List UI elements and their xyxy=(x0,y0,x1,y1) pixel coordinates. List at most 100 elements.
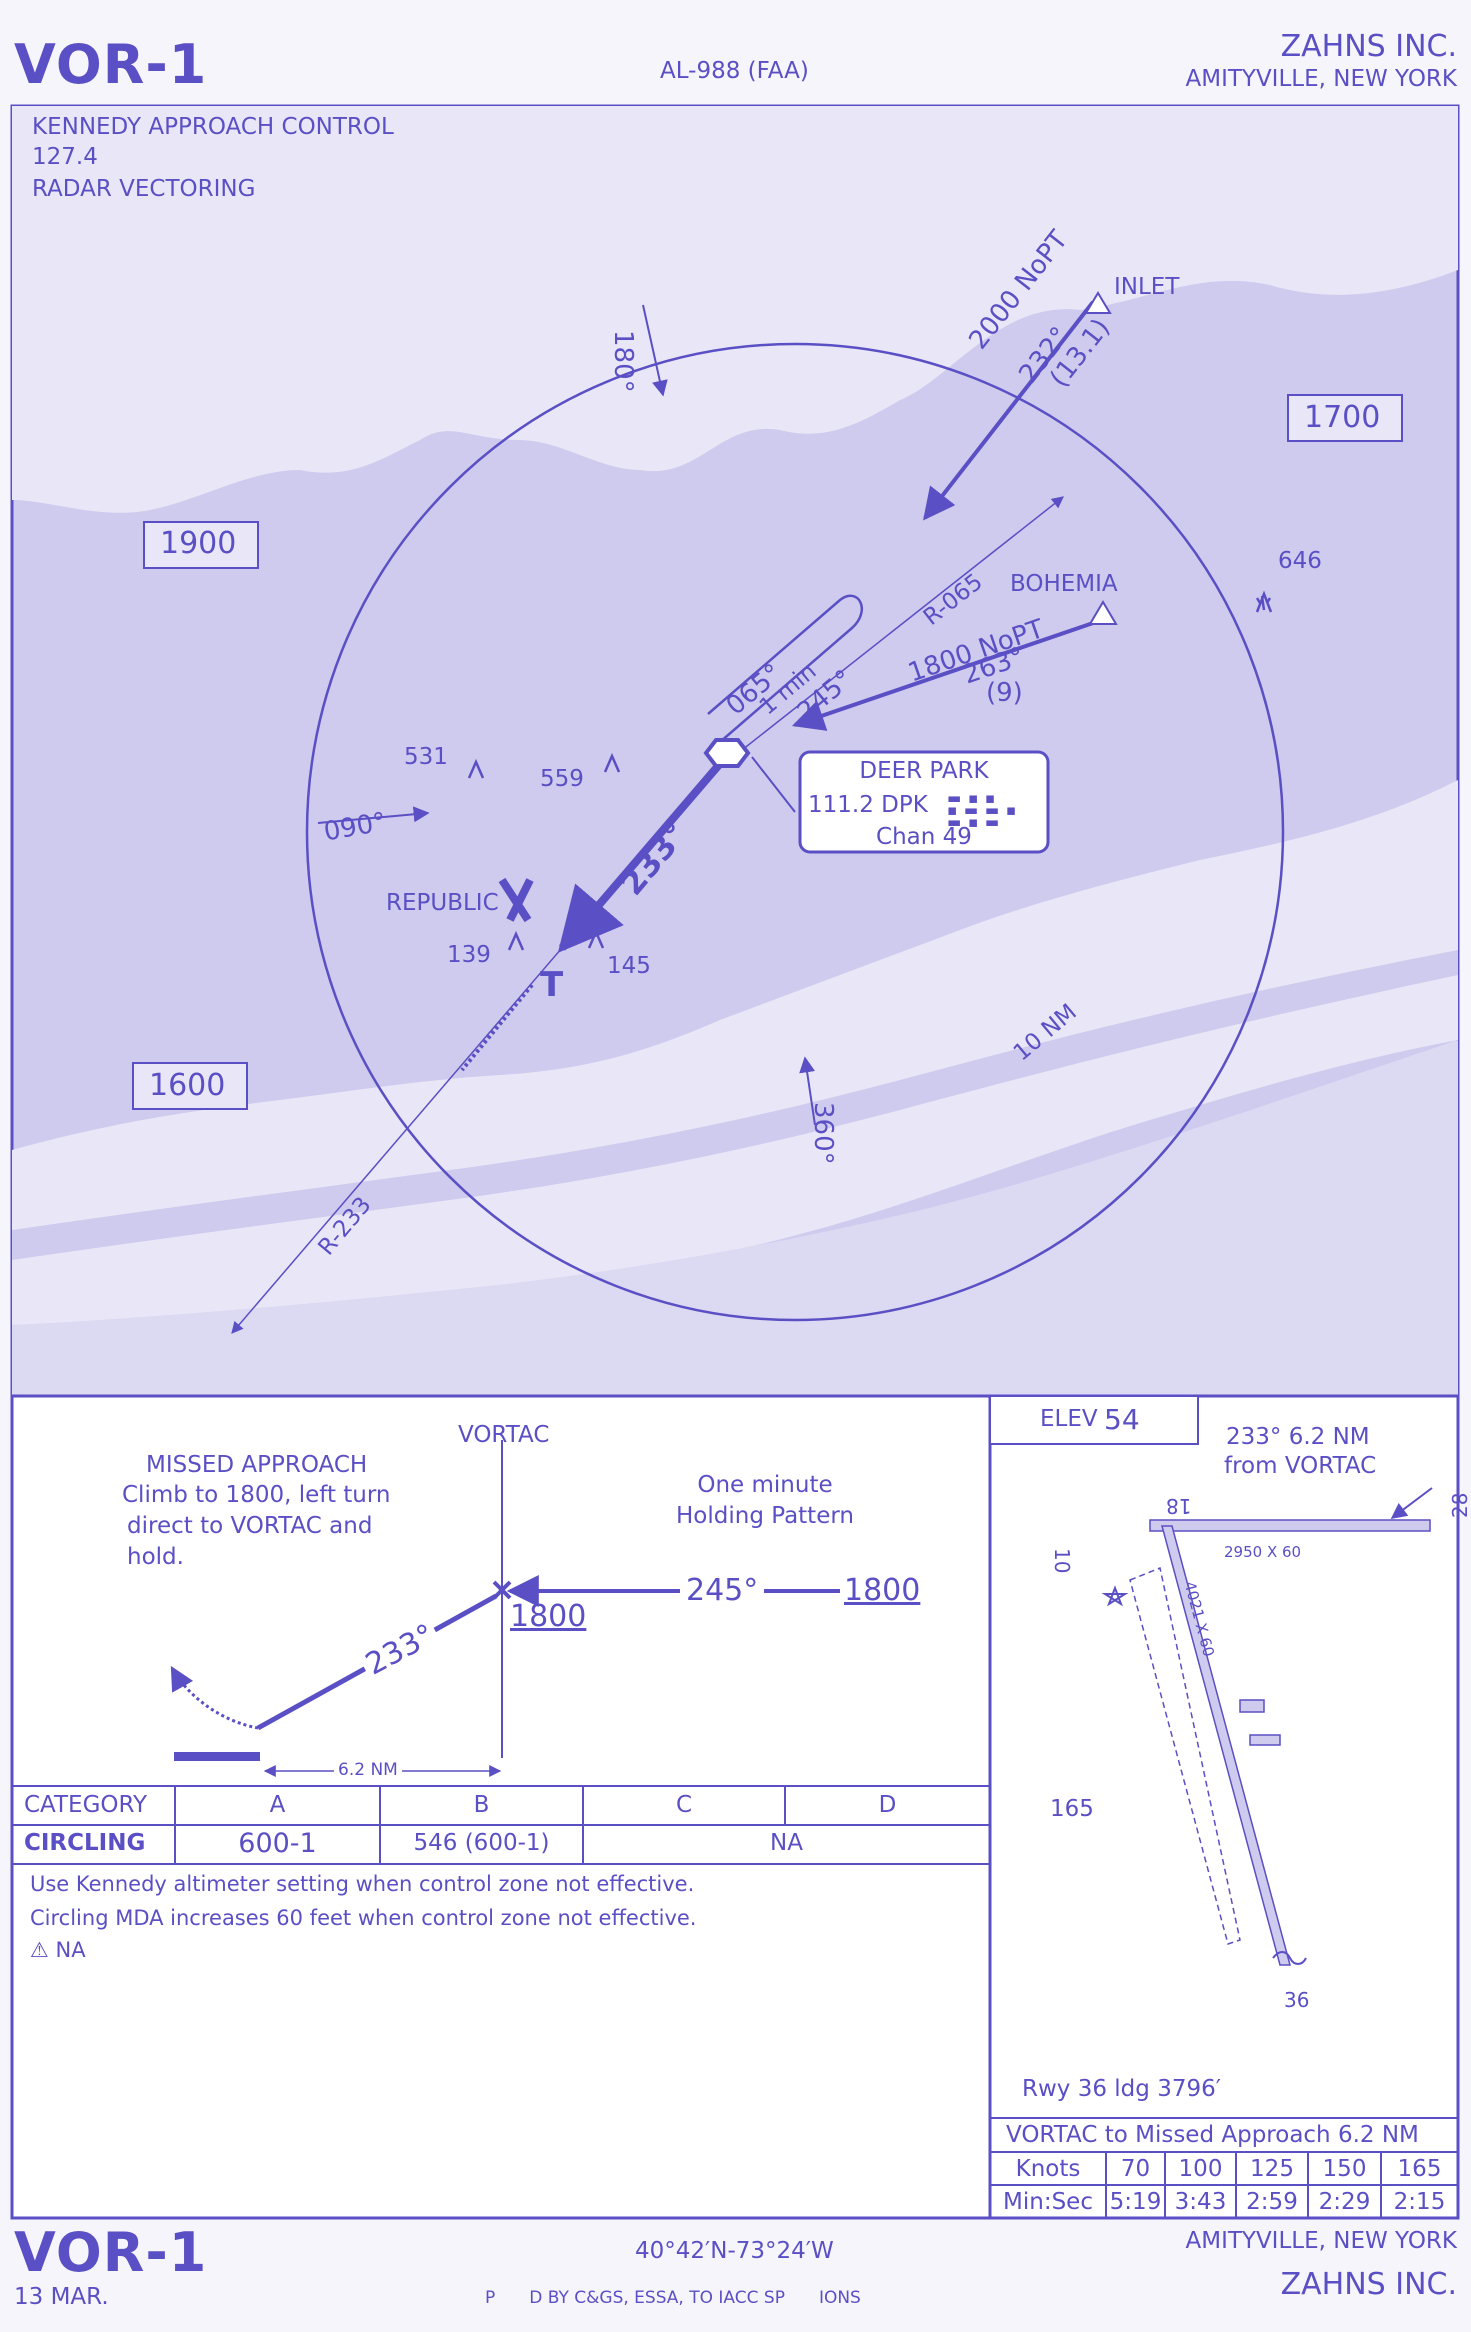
republic-airport-symbol xyxy=(498,877,534,923)
ten-nm-ring xyxy=(305,342,1285,1322)
category-d: D xyxy=(878,1792,897,1818)
airport-diagram xyxy=(1101,1487,1433,1966)
note-na-triangle: ⚠ NA xyxy=(30,1940,86,1961)
runway-10-label: 10 xyxy=(1050,1548,1074,1574)
time-70: 5:19 xyxy=(1109,2189,1162,2215)
knots-165: 165 xyxy=(1397,2156,1442,2182)
missed-approach-title: MISSED APPROACH xyxy=(146,1452,368,1478)
obstacle-145-label: 145 xyxy=(607,953,651,979)
profile-inbound-course: 245° xyxy=(680,1576,765,1606)
knots-label: Knots xyxy=(1015,2156,1081,2182)
timing-title: VORTAC to Missed Approach 6.2 NM xyxy=(1006,2122,1419,2148)
msa-1900-label: 1900 xyxy=(160,526,237,561)
circling-cat-a: 600-1 xyxy=(238,1828,317,1859)
chart-id-footer: VOR-1 xyxy=(14,2221,208,2284)
approach-control-name: KENNEDY APPROACH CONTROL xyxy=(32,114,394,140)
triangle-na-icon: ⚠ xyxy=(30,1938,49,1962)
vortac-symbol xyxy=(703,738,751,768)
time-100: 3:43 xyxy=(1174,2189,1227,2215)
elevation-value: 54 xyxy=(1104,1403,1140,1436)
runway-dimensions-1: 2950 X 60 xyxy=(1224,1543,1302,1561)
note-na-text: NA xyxy=(55,1938,86,1962)
chart-id-header: VOR-1 xyxy=(14,33,208,96)
min-sec-label: Min:Sec xyxy=(1003,2189,1093,2215)
profile-missed xyxy=(170,1665,259,1730)
navaid-leader xyxy=(751,756,796,813)
chart-date: 13 MAR. xyxy=(14,2284,109,2310)
elevation-label: ELEV xyxy=(1040,1406,1098,1432)
inlet-fix xyxy=(1084,291,1112,314)
obstacle-165-label: 165 xyxy=(1050,1796,1094,1822)
minimums-table xyxy=(11,1785,991,1865)
bohemia-route-distance: (9) xyxy=(986,678,1023,708)
bottom-frame xyxy=(10,1394,1460,2220)
course-360-label: 360° xyxy=(808,1102,838,1165)
map-bar xyxy=(174,1752,260,1761)
msa-box-1900 xyxy=(143,521,259,569)
course-180-label: 180° xyxy=(608,330,638,393)
msa-1700-label: 1700 xyxy=(1304,400,1381,435)
publisher-header: ZAHNS INC. xyxy=(1280,29,1457,64)
location-header: AMITYVILLE, NEW YORK xyxy=(1185,66,1457,92)
profile-distance: 6.2 NM xyxy=(334,1762,402,1779)
navaid-channel: Chan 49 xyxy=(876,824,972,850)
profile-alt-1800-vortac: 1800 xyxy=(510,1599,587,1634)
category-c: C xyxy=(675,1792,693,1818)
knots-150: 150 xyxy=(1322,2156,1367,2182)
runway-28-label: 28 xyxy=(1448,1492,1471,1518)
bohemia-fix xyxy=(1088,600,1118,625)
runway-18-label: 18 xyxy=(1166,1494,1192,1518)
location-footer: AMITYVILLE, NEW YORK xyxy=(1185,2228,1457,2254)
obstacle-559-label: 559 xyxy=(540,766,584,792)
knots-100: 100 xyxy=(1178,2156,1223,2182)
approach-control-frequency: 127.4 xyxy=(32,144,98,170)
category-b: B xyxy=(473,1792,490,1818)
airport-ref-2: from VORTAC xyxy=(1224,1453,1377,1479)
republic-label: REPUBLIC xyxy=(386,890,499,916)
navaid-frequency: 111.2 DPK xyxy=(808,792,928,818)
obstacle-646-label: 646 xyxy=(1278,548,1322,574)
bohemia-label: BOHEMIA xyxy=(1010,571,1118,597)
time-125: 2:59 xyxy=(1246,2189,1298,2215)
faa-procedure-id: AL-988 (FAA) xyxy=(660,58,809,84)
knots-70: 70 xyxy=(1120,2156,1151,2182)
msa-box-1700 xyxy=(1287,394,1403,442)
route-bohemia xyxy=(791,620,1097,731)
time-165: 2:15 xyxy=(1393,2189,1446,2215)
elev-box xyxy=(989,1395,1199,1445)
threshold-marker: T xyxy=(540,965,564,1005)
airport-coordinates: 40°42′N-73°24′W xyxy=(635,2238,834,2264)
circling-label: CIRCLING xyxy=(24,1830,146,1856)
holding-text-1: One minute xyxy=(697,1472,833,1498)
route-inlet xyxy=(923,300,1095,521)
navaid-morse: ▬ ▪ ▪▪ ▬ ▬ ▪▬ ▪ ▬ xyxy=(947,789,1017,831)
vortac-x xyxy=(492,1580,512,1600)
arrow-180 xyxy=(642,304,668,397)
arrow-360 xyxy=(799,1056,816,1126)
holding-text-2: Holding Pattern xyxy=(676,1503,854,1529)
airport-ref-1: 233° 6.2 NM xyxy=(1226,1424,1370,1450)
final-course xyxy=(557,749,734,953)
msa-box-1600 xyxy=(132,1062,248,1110)
navaid-name: DEER PARK xyxy=(859,758,989,784)
water-upper xyxy=(12,106,1458,513)
category-a: A xyxy=(269,1792,286,1818)
profile-vortac-label: VORTAC xyxy=(458,1422,550,1448)
missed-approach-line-3: direct to VORTAC and xyxy=(127,1513,373,1539)
holding-pattern xyxy=(707,594,864,743)
missed-approach-track xyxy=(460,983,534,1072)
navaid-box xyxy=(798,750,1050,854)
barrier-island xyxy=(12,950,1458,1260)
radial-065-line xyxy=(741,496,1064,751)
runway-36-label: 36 xyxy=(1284,1988,1310,2012)
landing-distance: Rwy 36 ldg 3796′ xyxy=(1022,2076,1221,2102)
timing-table xyxy=(989,2117,1459,2219)
inlet-label: INLET xyxy=(1114,274,1180,300)
obstacle-139-label: 139 xyxy=(447,942,491,968)
ocean xyxy=(12,1040,1458,1396)
knots-125: 125 xyxy=(1250,2156,1294,2182)
time-150: 2:29 xyxy=(1318,2189,1371,2215)
category-label: CATEGORY xyxy=(24,1792,148,1818)
profile-alt-1800-east: 1800 xyxy=(840,1576,925,1606)
